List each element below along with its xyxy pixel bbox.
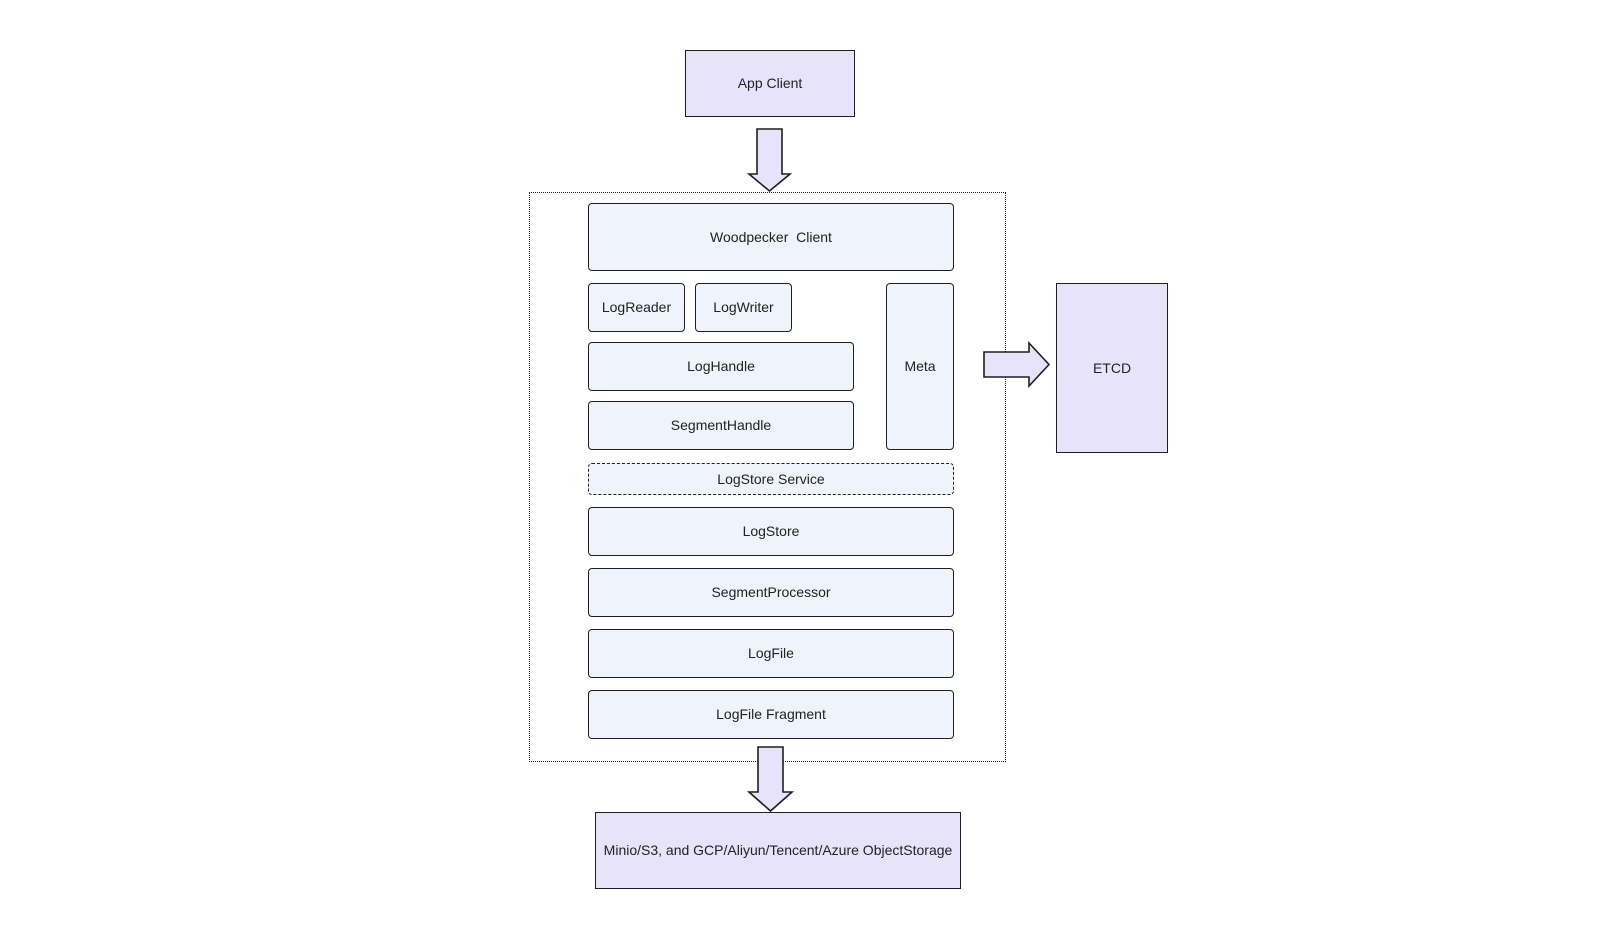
segment-processor-label: SegmentProcessor [711,584,831,601]
segment-handle-label: SegmentHandle [670,417,772,434]
app-client-label: App Client [737,75,803,92]
logstore-box: LogStore [588,507,954,556]
logfile-fragment-box: LogFile Fragment [588,690,954,739]
etcd-label: ETCD [1092,359,1132,376]
logfile-label: LogFile [748,645,794,662]
log-reader-box: LogReader [588,283,685,332]
log-writer-label: LogWriter [713,299,774,316]
logstore-service-label: LogStore Service [717,470,825,487]
segment-handle-box: SegmentHandle [588,401,854,450]
log-handle-box: LogHandle [588,342,854,391]
etcd-box: ETCD [1056,283,1168,453]
log-writer-box: LogWriter [695,283,792,332]
meta-label: Meta [904,358,936,375]
arrow-right-etcd [983,340,1051,389]
meta-box: Meta [886,283,954,450]
object-storage-box: Minio/S3, and GCP/Aliyun/Tencent/Azure O… [595,812,961,889]
woodpecker-client-box: Woodpecker Client [588,203,954,271]
arrow-down-bottom [746,746,795,813]
logstore-service-box: LogStore Service [588,463,954,495]
object-storage-label: Minio/S3, and GCP/Aliyun/Tencent/Azure O… [603,842,953,859]
segment-processor-box: SegmentProcessor [588,568,954,617]
woodpecker-client-label: Woodpecker Client [710,228,832,245]
logfile-fragment-label: LogFile Fragment [716,706,826,723]
arrow-down-top [746,128,793,193]
logfile-box: LogFile [588,629,954,678]
log-handle-label: LogHandle [687,358,755,375]
app-client-box: App Client [685,50,855,117]
log-reader-label: LogReader [601,299,672,316]
logstore-label: LogStore [742,523,800,540]
